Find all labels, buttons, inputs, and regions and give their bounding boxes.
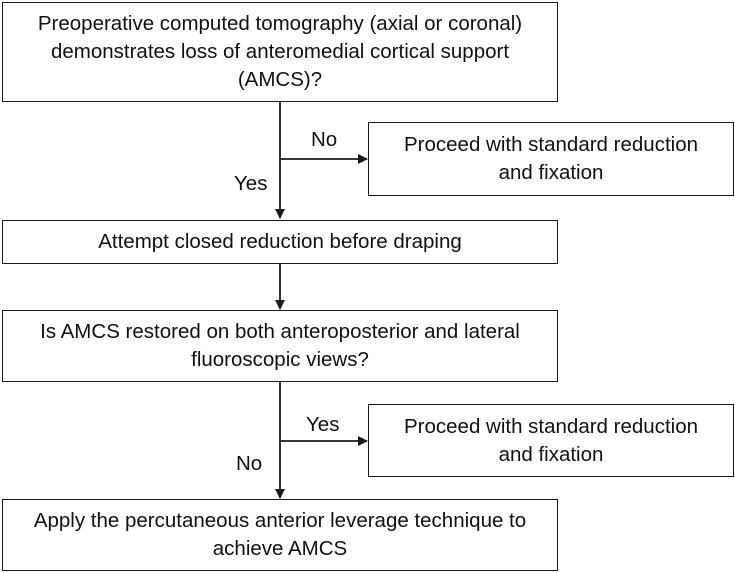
node-standard-fixation-2-text: Proceed with standard reduction and fixa… <box>403 414 698 466</box>
edge-label-q2-no: No <box>236 452 263 475</box>
edge-label-q2-yes: Yes <box>306 413 340 436</box>
node-q1-ct-question: Preoperative computed tomography (axial … <box>2 2 558 102</box>
node-q2-amcs-restored: Is AMCS restored on both anteroposterior… <box>2 310 558 382</box>
node-closed-reduction: Attempt closed reduction before draping <box>2 220 558 264</box>
node-standard-fixation-1-text: Proceed with standard reduction and fixa… <box>403 133 698 184</box>
node-leverage-technique: Apply the percutaneous anterior leverage… <box>2 499 558 571</box>
node-leverage-text: Apply the percutaneous anterior leverage… <box>33 509 527 560</box>
edge-label-q1-yes: Yes <box>234 172 268 195</box>
node-closed-reduction-text: Attempt closed reduction before draping <box>98 230 462 253</box>
node-q2-text: Is AMCS restored on both anteroposterior… <box>40 320 520 371</box>
edge-label-q1-no: No <box>311 128 338 151</box>
node-q1-text: Preoperative computed tomography (axial … <box>37 12 523 91</box>
node-standard-fixation-1: Proceed with standard reduction and fixa… <box>368 122 734 196</box>
node-standard-fixation-2: Proceed with standard reduction and fixa… <box>368 404 734 477</box>
